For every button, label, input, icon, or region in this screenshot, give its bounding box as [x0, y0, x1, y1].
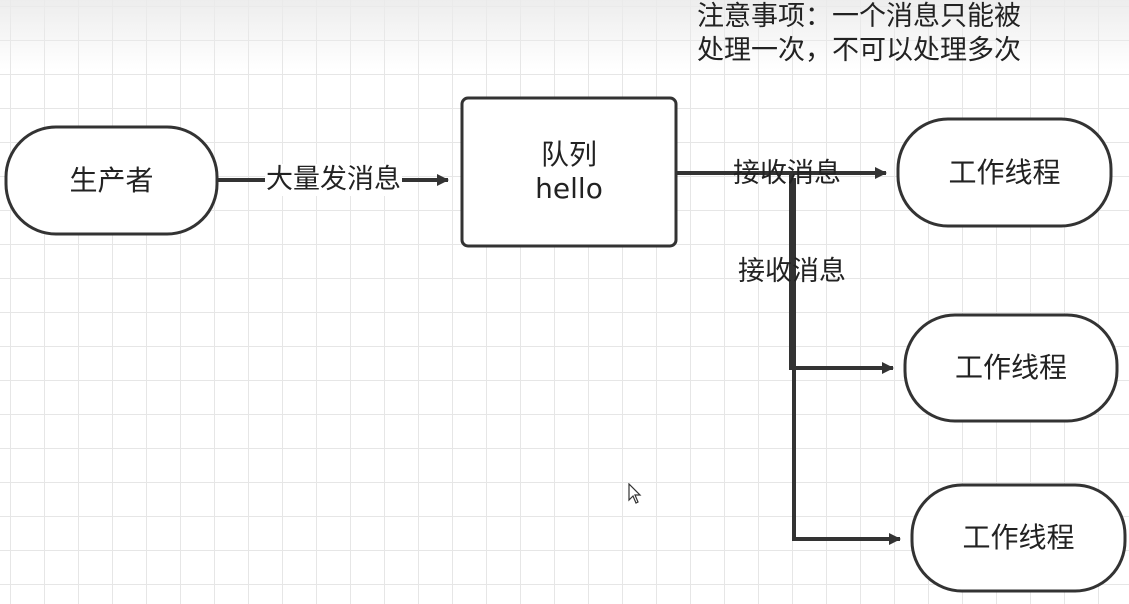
- edge-label-send: 大量发消息: [265, 164, 402, 196]
- note-text: 注意事项：一个消息只能被 处理一次，不可以处理多次: [697, 0, 1021, 68]
- mouse-cursor-icon: [628, 483, 642, 504]
- edge-label-receive-1: 接收消息: [733, 158, 841, 189]
- note-line-1: 注意事项：一个消息只能被: [697, 1, 1021, 32]
- note-line-2: 处理一次，不可以处理多次: [697, 35, 1021, 66]
- edge-queue-to-worker2[interactable]: [677, 171, 894, 374]
- edge-label-receive-2: 接收消息: [738, 256, 846, 287]
- producer-node[interactable]: [4, 125, 219, 236]
- canvas-top-fade: [0, 0, 1129, 70]
- connectors: [218, 167, 901, 545]
- worker3-node[interactable]: [910, 483, 1127, 593]
- worker2-node[interactable]: [903, 313, 1119, 423]
- worker1-node[interactable]: [896, 117, 1113, 228]
- nodes: [4, 96, 1127, 593]
- edge-queue-to-worker3[interactable]: [791, 178, 901, 545]
- queue-node[interactable]: [460, 96, 678, 248]
